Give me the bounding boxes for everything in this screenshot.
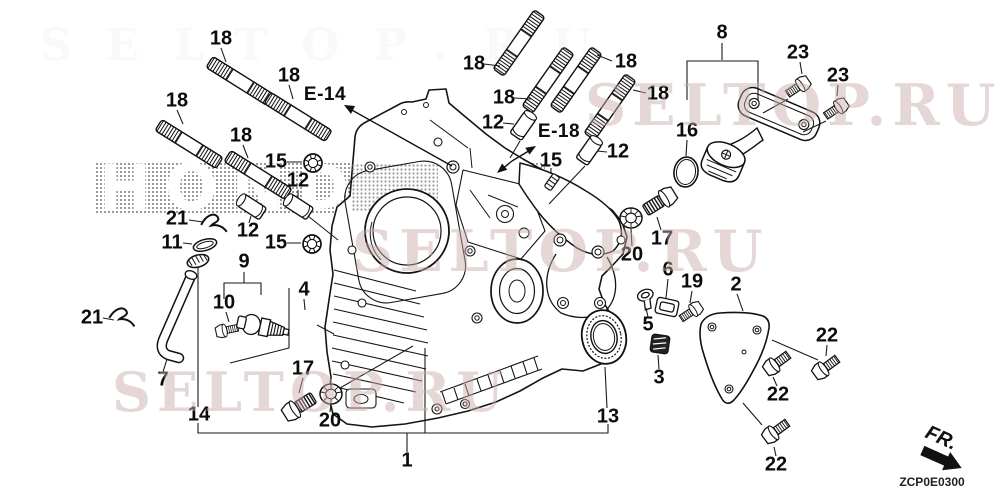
part-callout-6: 6 [662, 258, 674, 281]
part-callout-12: 12 [606, 140, 630, 163]
part-callout-16: 16 [675, 119, 699, 142]
collar-12 [233, 191, 268, 221]
part-callout-21: 21 [80, 306, 104, 329]
oil-tube-7 [156, 270, 198, 364]
harness-clamp-6 [654, 296, 680, 318]
clip-21 [107, 305, 138, 328]
reference-arrows [344, 105, 536, 173]
diagram-code: ZCP0E0300 [899, 475, 965, 489]
fr-arrow-icon [920, 445, 962, 471]
crankcase-body [324, 88, 628, 428]
part-callout-1: 1 [401, 449, 413, 472]
rubber-grommet-3 [649, 333, 671, 355]
part-callout-18: 18 [614, 50, 638, 73]
tube-clamp-5 [636, 288, 654, 311]
part-callout-17: 17 [650, 227, 674, 250]
flange-bolt-22 [809, 351, 843, 383]
part-callout-12: 12 [286, 169, 310, 192]
o-ring-16 [673, 156, 699, 188]
oil-seal-15 [302, 234, 322, 254]
part-callout-20: 20 [620, 243, 644, 266]
part-callout-3: 3 [653, 366, 665, 389]
part-callout-18: 18 [209, 27, 233, 50]
flange-bolt-23 [820, 95, 852, 123]
part-callout-8: 8 [716, 21, 728, 44]
part-callout-12: 12 [236, 219, 260, 242]
part-callout-18: 18 [229, 124, 253, 147]
part-callout-15: 15 [539, 149, 563, 172]
part-callout-15: 15 [264, 231, 288, 254]
flange-bolt-23 [782, 73, 814, 101]
part-callout-18: 18 [277, 64, 301, 87]
flange-bolt-22 [759, 415, 793, 447]
part-callout-12: 12 [481, 111, 505, 134]
oil-pressure-switch-9 [236, 313, 290, 338]
part-callout-9: 9 [238, 250, 250, 273]
part-callout-4: 4 [298, 278, 310, 301]
collar-12 [509, 108, 539, 142]
part-callout-18: 18 [646, 82, 670, 105]
part-callout-2: 2 [730, 273, 742, 296]
part-callout-17: 17 [291, 357, 315, 380]
part-callout-5: 5 [642, 313, 654, 336]
part-callout-14: 14 [187, 403, 211, 426]
section-ref-E-14: E-14 [303, 84, 347, 105]
part-callout-11: 11 [161, 231, 183, 254]
stud-18 [583, 73, 637, 141]
stud-18 [154, 118, 224, 170]
part-callout-19: 19 [680, 270, 704, 293]
part-callout-23: 23 [826, 64, 850, 87]
oil-pipe-assembly-8 [700, 86, 821, 183]
part-callout-10: 10 [212, 291, 236, 314]
part-callout-23: 23 [786, 41, 810, 64]
fr-direction-marker: FR. [920, 421, 962, 471]
part-callout-22: 22 [815, 324, 839, 347]
leader-lines [102, 43, 839, 457]
cover-plate-2 [699, 311, 770, 405]
o-ring-11 [192, 238, 218, 252]
section-ref-E-18: E-18 [537, 121, 581, 142]
stud-18 [492, 9, 546, 77]
dowel-15 [544, 173, 560, 191]
part-callout-22: 22 [764, 453, 788, 476]
part-callout-13: 13 [596, 405, 620, 428]
sealing-washer-20 [319, 383, 343, 405]
oil-seal-13 [580, 309, 628, 365]
part-callout-22: 22 [766, 383, 790, 406]
sealing-washer-20 [619, 207, 643, 229]
part-callout-15: 15 [264, 150, 288, 173]
joint-bolt-10 [214, 320, 240, 340]
part-callout-18: 18 [492, 86, 516, 109]
flange-bolt-22 [760, 347, 794, 379]
drain-bolt-17 [279, 388, 320, 425]
washer-ring-14 [186, 253, 210, 269]
flange-bolt-19 [676, 299, 706, 325]
part-callout-20: 20 [318, 409, 342, 432]
part-callout-21: 21 [165, 207, 189, 230]
drain-bolt-17 [639, 183, 680, 220]
part-callout-18: 18 [165, 89, 189, 112]
part-callout-7: 7 [157, 368, 169, 391]
stud-18 [205, 55, 275, 107]
clip-21 [199, 212, 229, 233]
part-callout-18: 18 [462, 52, 486, 75]
